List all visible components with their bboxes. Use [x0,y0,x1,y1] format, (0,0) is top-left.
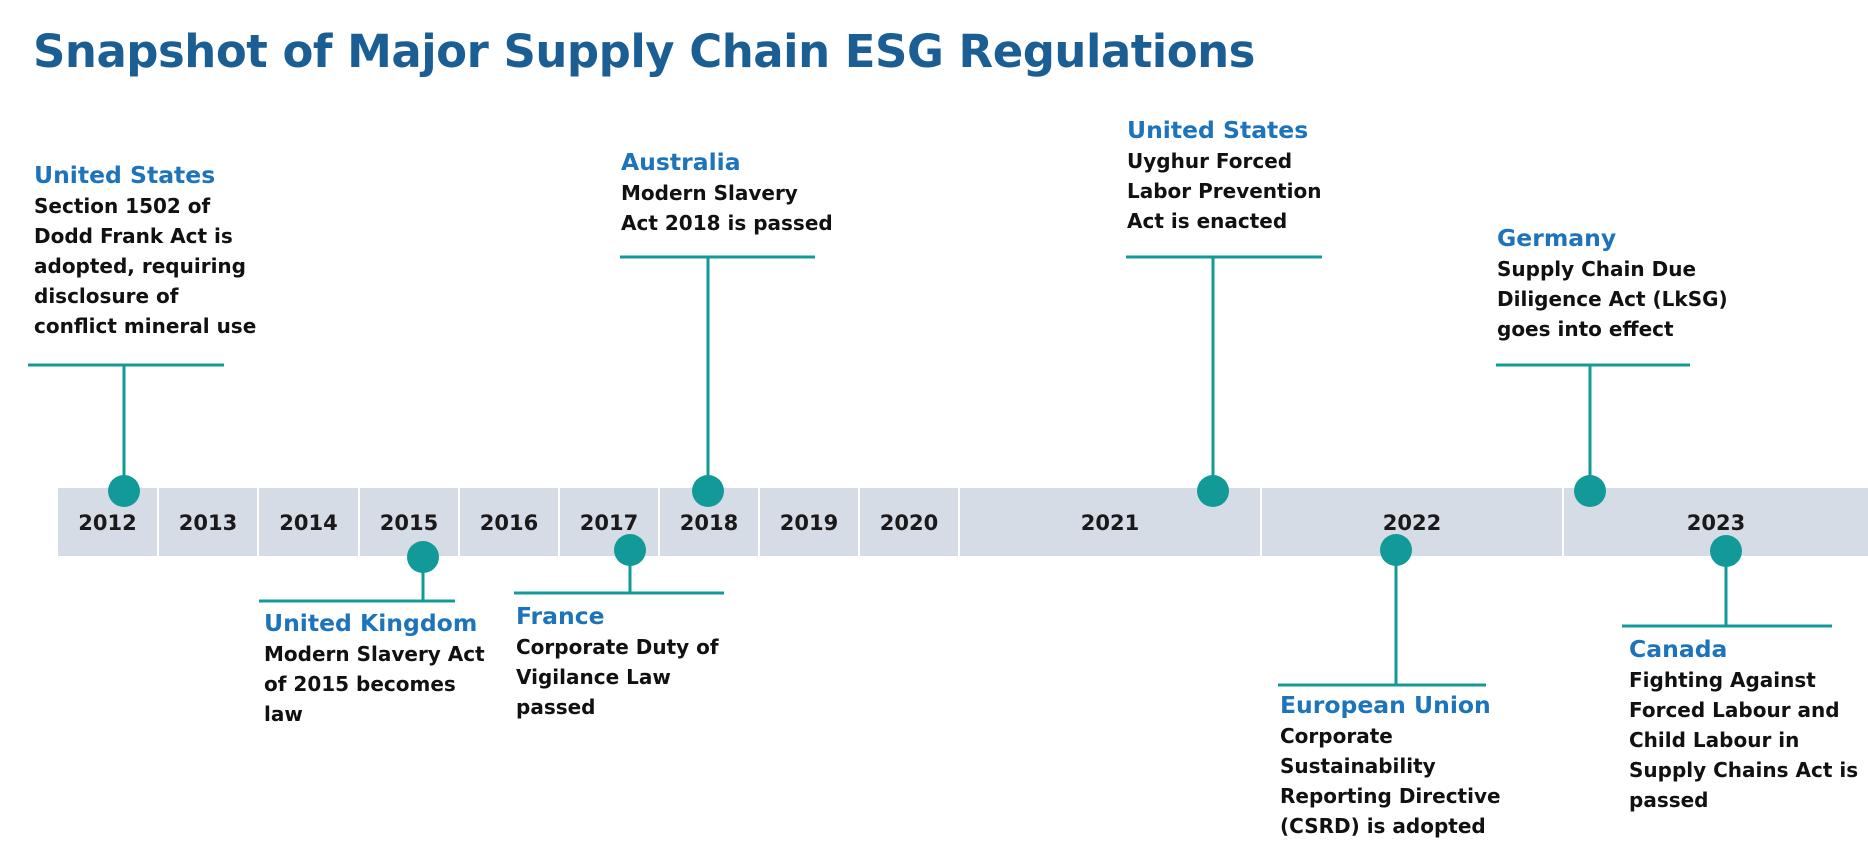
event-description-line: Act 2018 is passed [621,211,833,235]
event-description-line: Act is enacted [1127,209,1288,233]
event-country: European Union [1280,691,1491,719]
year-cell-2019 [760,488,858,556]
event-description-line: Section 1502 of [34,194,211,218]
event-dot-us-2012 [108,475,140,507]
event-description-line: Reporting Directive [1280,784,1501,808]
event-description-line: conflict mineral use [34,314,257,338]
event-description-line: Uyghur Forced [1127,149,1293,173]
event-country: United Kingdom [264,609,478,637]
event-description-line: Corporate [1280,724,1393,748]
event-country: Australia [621,148,741,176]
event-description-line: Supply Chain Due [1497,257,1697,281]
year-label-2022: 2022 [1383,511,1441,535]
event-dot-uk-2015 [407,541,439,573]
year-label-2012: 2012 [78,511,136,535]
event-description-line: goes into effect [1497,317,1674,341]
year-label-2023: 2023 [1687,511,1745,535]
year-cell-2022 [1262,488,1562,556]
event-description-line: Modern Slavery Act [264,642,485,666]
year-label-2014: 2014 [279,511,337,535]
event-description-line: law [264,702,303,726]
event-description-line: Supply Chains Act is [1629,758,1859,782]
event-dot-france-2017 [614,534,646,566]
year-label-2021: 2021 [1081,511,1139,535]
page-title: Snapshot of Major Supply Chain ESG Regul… [33,25,1255,78]
event-description-line: Modern Slavery [621,181,798,205]
event-description-line: Fighting Against [1629,668,1816,692]
event-description-line: of 2015 becomes [264,672,456,696]
event-dot-canada-2023 [1710,535,1742,567]
event-description-line: Diligence Act (LkSG) [1497,287,1728,311]
year-label-2019: 2019 [780,511,838,535]
event-description-line: Child Labour in [1629,728,1800,752]
event-dot-australia-2018 [692,475,724,507]
year-label-2017: 2017 [580,511,638,535]
event-country: France [516,602,605,630]
year-cell-2014 [259,488,358,556]
year-label-2015: 2015 [380,511,438,535]
event-connectors [28,255,1832,687]
event-country: United States [1127,116,1309,144]
event-description: Corporate Duty of Vigilance Law passed [516,632,746,722]
event-description-line: Dodd Frank Act is [34,224,233,248]
event-description-line: Labor Prevention [1127,179,1322,203]
year-cell-2015 [360,488,458,556]
year-cell-2013 [159,488,257,556]
event-description-line: Forced Labour and [1629,698,1840,722]
event-dot-us-2021 [1197,475,1229,507]
event-country: Germany [1497,224,1617,252]
year-cell-2012 [58,488,157,556]
event-description-line: Sustainability [1280,754,1436,778]
event-country: United States [34,161,216,189]
year-band: 2012 2013 2014 2015 2016 2017 2018 2019 2020 2021… [58,488,1868,556]
event-description-line: disclosure of [34,284,179,308]
year-label-2013: 2013 [179,511,237,535]
event-dot-eu-2022 [1380,534,1412,566]
event-dot-germany-2023 [1574,475,1606,507]
event-country: Canada [1629,635,1728,663]
event-description-line: passed [1629,788,1709,812]
event-description: Section 1502 of Dodd Frank Act is adopted,… [34,191,257,341]
year-cell-2016 [460,488,558,556]
event-description-line: Corporate Duty of [516,635,719,659]
event-description-line: (CSRD) is adopted [1280,814,1486,838]
event-description-line: passed [516,695,596,719]
event-description-line: adopted, requiring [34,254,246,278]
year-label-2016: 2016 [480,511,538,535]
event-description-line: Vigilance Law [516,665,671,689]
year-label-2020: 2020 [880,511,938,535]
event-description: Modern Slavery Act of 2015 becomes law [264,639,494,729]
year-cell-2020 [860,488,958,556]
year-label-2018: 2018 [680,511,738,535]
